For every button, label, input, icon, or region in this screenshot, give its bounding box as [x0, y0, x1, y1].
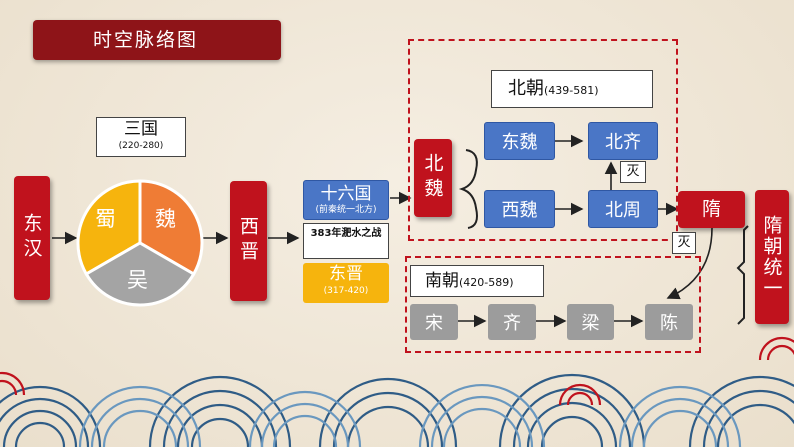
pie-label-shu: 蜀: [95, 207, 116, 231]
beichao-label: 北朝: [508, 78, 544, 99]
node-shiliuguo: 十六国 (前秦统一北方): [303, 180, 389, 220]
nanchao-years: (420-589): [459, 276, 514, 289]
bracket-sui-unify: [736, 225, 749, 325]
node-sui-unify: 隋朝统一: [755, 190, 789, 324]
node-chen: 陈: [645, 304, 693, 340]
pie-label-wei: 魏: [155, 207, 176, 231]
beichao-frame: [408, 39, 678, 241]
pie-label-wu: 吴: [127, 268, 148, 292]
node-beizhou: 北周: [588, 190, 658, 228]
sanguo-pie: [76, 179, 204, 307]
node-feishui: 383年淝水之战: [303, 223, 389, 259]
dongjin-years: (317-420): [323, 286, 369, 296]
beichao-label-box: 北朝(439-581): [491, 70, 653, 108]
arrow-sui-chen: [666, 227, 713, 300]
brace-beiwei: [458, 149, 478, 229]
sanguo-years: (220-280): [118, 141, 164, 151]
node-qi: 齐: [488, 304, 536, 340]
node-dongwei: 东魏: [484, 122, 555, 160]
node-donghan: 东汉: [14, 176, 50, 300]
label-mie-chen: 灭: [672, 232, 696, 254]
wave-decoration: [0, 336, 794, 447]
node-beiwei: 北魏: [414, 139, 452, 217]
label-mie-beiqi: 灭: [620, 161, 646, 183]
beichao-years: (439-581): [544, 84, 599, 97]
nanchao-label: 南朝: [425, 271, 459, 291]
node-xiwei: 西魏: [484, 190, 555, 228]
shiliuguo-label: 十六国: [320, 184, 372, 204]
nanchao-frame: [405, 256, 701, 353]
node-dongjin: 东晋 (317-420): [303, 263, 389, 303]
sanguo-label: 三国: [124, 119, 158, 139]
page-title: 时空脉络图: [33, 20, 281, 60]
shiliuguo-note: (前秦统一北方): [315, 205, 377, 215]
pie-slice-wu: [84, 241, 196, 307]
node-beiqi: 北齐: [588, 122, 658, 160]
node-sanguo: 三国 (220-280): [96, 117, 186, 157]
node-song: 宋: [410, 304, 458, 340]
node-liang: 梁: [567, 304, 614, 340]
dongjin-label: 东晋: [329, 264, 363, 284]
node-sui: 隋: [678, 191, 745, 228]
node-xijin: 西晋: [230, 181, 267, 301]
nanchao-label-box: 南朝(420-589): [410, 265, 544, 297]
